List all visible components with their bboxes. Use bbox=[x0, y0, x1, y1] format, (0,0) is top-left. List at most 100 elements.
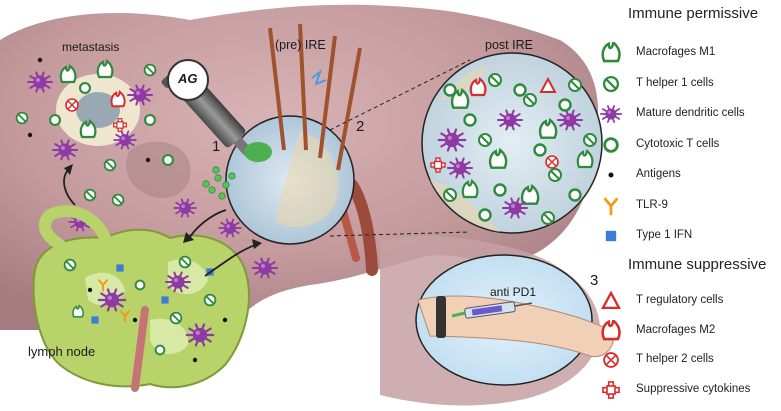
immune-permissive-title: Immune permissive bbox=[628, 5, 759, 22]
pre-ire-label: (pre) IRE bbox=[275, 38, 326, 52]
anti-pd1-inset bbox=[415, 254, 614, 386]
legend-label: T helper 1 cells bbox=[636, 76, 714, 89]
dendritic-cell-cell bbox=[502, 197, 528, 219]
legend-label: Cytotoxic T cells bbox=[636, 137, 720, 150]
cytotoxic-t-cell-cell bbox=[134, 279, 146, 291]
dendritic-cell-cell bbox=[113, 130, 137, 150]
permissive-legend-item: TLR-9 bbox=[598, 195, 781, 217]
antigen-cell bbox=[132, 317, 138, 323]
tlr9-icon bbox=[603, 197, 619, 215]
dendritic-cell-cell bbox=[173, 198, 197, 218]
type1-ifn-cell bbox=[91, 316, 99, 324]
t-helper-1-cell bbox=[488, 73, 502, 87]
antigen-cell bbox=[37, 57, 43, 63]
dendritic-cell-cell bbox=[218, 218, 242, 238]
cytotoxic-t-cell-cell bbox=[513, 83, 527, 97]
step-1-label: 1 bbox=[212, 138, 221, 155]
t-regulatory-cell bbox=[539, 76, 557, 93]
dendritic-cell-cell bbox=[97, 288, 127, 312]
legend-label: Mature dendritic cells bbox=[636, 107, 745, 119]
legend-label: T regulatory cells bbox=[636, 294, 724, 306]
dendritic-cell-cell bbox=[437, 128, 467, 152]
suppressive-legend-item: T helper 2 cells bbox=[598, 349, 781, 371]
suppressive-cytokine-icon bbox=[602, 380, 620, 399]
type1-ifn-cell bbox=[161, 296, 169, 304]
cytotoxic-t-cell-cell bbox=[443, 83, 457, 97]
type1-ifn-icon bbox=[605, 230, 617, 242]
macrophage-m1-cell bbox=[96, 58, 114, 79]
macrophage-m1-cell bbox=[520, 183, 540, 205]
suppressive-legend-item: Macrofages M2 bbox=[598, 319, 781, 342]
macrophage-m1-cell bbox=[576, 148, 594, 169]
legend-label: Macrofages M2 bbox=[636, 323, 716, 336]
suppressive-cytokine-cell bbox=[430, 157, 446, 173]
t-helper-1-cell bbox=[568, 78, 582, 92]
dendritic-cell-cell bbox=[27, 71, 53, 93]
t-helper-1-cell bbox=[523, 93, 537, 107]
dendritic-cell-cell bbox=[557, 109, 583, 131]
macrophage-m1-cell bbox=[488, 147, 508, 169]
dendritic-cell-cell bbox=[497, 109, 523, 131]
dendritic-cell-cell bbox=[165, 271, 191, 293]
antigen-cell bbox=[222, 317, 228, 323]
cytotoxic-t-cell-cell bbox=[78, 81, 92, 95]
permissive-legend-item: Mature dendritic cells bbox=[598, 103, 781, 125]
t-regulatory-icon bbox=[601, 290, 621, 310]
step-3-label: 3 bbox=[590, 272, 599, 289]
macrophage-m2-cell bbox=[469, 76, 487, 97]
tlr9-cell bbox=[98, 279, 108, 292]
cytotoxic-t-cell-cell bbox=[558, 98, 572, 112]
macrophage-m1-cell bbox=[79, 118, 97, 139]
antigen-icon bbox=[608, 172, 614, 178]
t-helper-1-cell bbox=[111, 193, 125, 207]
macrophage-m1-cell bbox=[538, 117, 558, 139]
t-helper-1-cell bbox=[83, 188, 97, 202]
t-helper-1-cell bbox=[203, 293, 217, 307]
t-helper-1-cell bbox=[15, 111, 29, 125]
cytotoxic-t-cell-cell bbox=[478, 208, 492, 222]
metastasis-cluster bbox=[15, 57, 278, 279]
macrophage-m1-cell bbox=[72, 304, 84, 318]
cytotoxic-t-cell-cell bbox=[533, 143, 547, 157]
suppressive-legend-item: Suppressive cytokines bbox=[598, 379, 781, 401]
cytotoxic-t-cell-cell bbox=[161, 153, 175, 167]
macrophage-m1-cell bbox=[59, 63, 77, 84]
dendritic-cell-cell bbox=[127, 84, 153, 106]
cytotoxic-t-cell-cell bbox=[493, 183, 507, 197]
permissive-legend-item: Antigens bbox=[598, 164, 781, 186]
type1-ifn-cell bbox=[116, 264, 124, 272]
green-particles bbox=[202, 166, 236, 200]
metastasis-label: metastasis bbox=[62, 40, 120, 54]
t-helper-1-cell bbox=[63, 258, 77, 272]
gallbladder bbox=[126, 141, 191, 199]
t-helper-1-cell bbox=[169, 311, 183, 325]
legend-label: Macrofages M1 bbox=[636, 46, 716, 58]
dendritic-cell-cell bbox=[447, 157, 473, 179]
macrophage-m2-icon bbox=[601, 319, 621, 340]
step-2-label: 2 bbox=[356, 118, 365, 135]
t-helper-1-cell bbox=[583, 133, 597, 147]
dendritic-cell-icon bbox=[599, 105, 623, 123]
dendritic-cell-cell bbox=[52, 139, 78, 161]
macrophage-m1-cell bbox=[461, 178, 479, 199]
macrophage-m2-cell bbox=[110, 90, 126, 108]
antigen-cell bbox=[27, 132, 33, 138]
t-helper-1-cell bbox=[178, 255, 192, 269]
legend-label: TLR-9 bbox=[636, 198, 668, 211]
t-helper-1-cell bbox=[548, 168, 562, 182]
legend-label: Suppressive cytokines bbox=[636, 382, 751, 395]
arrow-lymph-to-metastasis bbox=[63, 169, 76, 206]
legend: Immune permissive Macrofages M1 T helper … bbox=[598, 0, 781, 411]
ire-electrodes bbox=[268, 23, 362, 171]
antigen-cell bbox=[87, 287, 93, 293]
ablation-zone bbox=[225, 115, 355, 245]
t-helper-1-cell bbox=[541, 211, 555, 225]
dendritic-cell-cell bbox=[252, 257, 278, 279]
t-helper-1-cell bbox=[478, 133, 492, 147]
post-ire-inset bbox=[421, 52, 603, 234]
cytotoxic-t-cell-cell bbox=[568, 188, 582, 202]
t-helper-1-cell bbox=[443, 188, 457, 202]
t-helper-1-icon bbox=[602, 75, 620, 92]
legend-label: T helper 2 cells bbox=[636, 353, 714, 365]
